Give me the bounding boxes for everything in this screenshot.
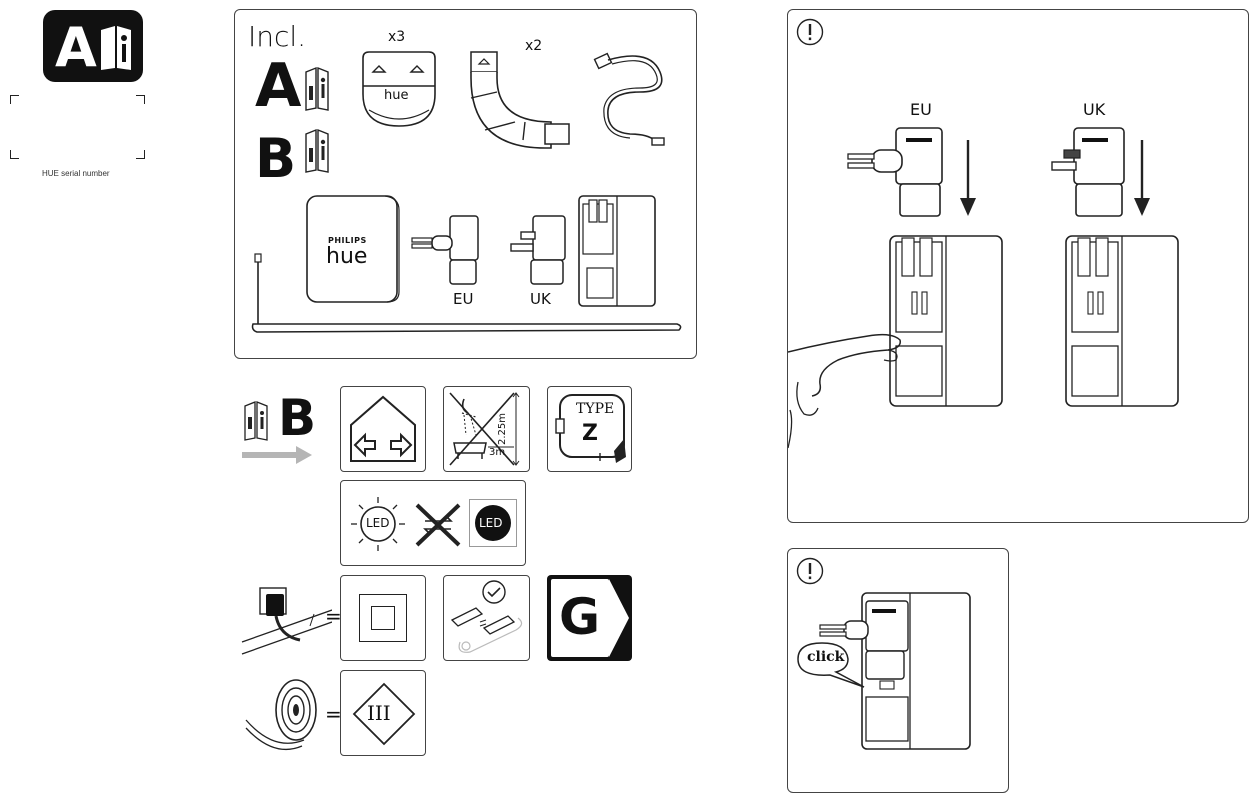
symbol-manual-letter-b: B <box>278 389 317 447</box>
double-square-inner <box>371 606 395 630</box>
equals-sign-1: = <box>325 604 342 628</box>
manual-info-icon <box>101 26 131 70</box>
class-ii-symbol <box>340 575 426 661</box>
horizontal-distance-label: 3m <box>489 447 506 458</box>
insert-arrow-eu <box>960 140 976 216</box>
manual-book-a-icon <box>305 66 329 111</box>
class-iii-symbol: III <box>340 670 426 756</box>
bridge-brand: PHILIPS <box>328 236 367 245</box>
vertical-distance-label: 2.25m <box>497 412 508 445</box>
led-label-light: LED <box>366 516 390 530</box>
connector-check-symbol <box>443 575 530 661</box>
clip-brand-text: hue <box>384 88 409 103</box>
indoor-use-symbol <box>340 386 426 472</box>
power-adapter-device <box>578 195 656 307</box>
manual-book-b-icon <box>305 128 329 173</box>
type-z-cable-symbol: TYPE Z <box>547 386 632 472</box>
class-iii-label: III <box>367 701 391 725</box>
serial-number-label: HUE serial number <box>42 169 110 178</box>
serial-corner-tl <box>10 95 19 104</box>
see-manual-arrow <box>242 446 312 464</box>
equals-sign-2: = <box>325 702 342 726</box>
step-uk-label: UK <box>1083 100 1106 119</box>
click-label: click <box>807 649 845 665</box>
qty-connectors: x2 <box>525 38 543 54</box>
adapter-body-uk <box>1065 235 1179 407</box>
wall-adapter-illustration <box>241 587 332 655</box>
cable-frame-icon <box>555 394 626 463</box>
uk-plug-label: UK <box>530 290 551 308</box>
shower-no-install-icon <box>449 392 520 466</box>
energy-class-letter: G <box>559 588 601 646</box>
hue-bridge-device <box>306 195 400 303</box>
serial-corner-bl <box>10 150 19 159</box>
package-contents-panel: Incl. A B x3 hue x2 PHIL <box>234 9 697 359</box>
eu-plug-adapter <box>411 215 479 285</box>
led-sun-icon <box>351 497 405 551</box>
adapter-body-eu <box>889 235 1003 407</box>
hand-pressing-illustration <box>788 333 901 449</box>
led-label-dark: LED <box>479 516 503 530</box>
adapter-click-panel: click <box>787 548 1009 793</box>
energy-arrow-tip <box>609 579 629 657</box>
power-cable-icon <box>593 52 665 146</box>
led-dark-circle <box>475 505 511 541</box>
uk-plug-adapter <box>510 215 566 285</box>
energy-class-inner <box>551 579 609 657</box>
warning-icon-2 <box>796 557 824 585</box>
corner-connector-icon <box>470 51 570 149</box>
energy-class-label: G <box>547 575 632 661</box>
serial-corner-br <box>136 150 145 159</box>
warning-icon <box>796 18 824 46</box>
eu-plug-label: EU <box>453 290 474 308</box>
serial-corner-tr <box>136 95 145 104</box>
house-icon <box>350 395 416 462</box>
light-strip <box>251 253 682 333</box>
type-label: TYPE <box>576 401 615 417</box>
assembled-adapter <box>819 592 971 750</box>
manual-book-b-small-icon <box>244 401 268 441</box>
qty-bridges: x3 <box>388 29 406 45</box>
no-replace-cross-icon <box>415 503 461 547</box>
eu-plug-insert <box>847 127 943 217</box>
double-square-outer <box>359 594 407 642</box>
bridge-product: hue <box>326 244 368 269</box>
manual-letter-a: A <box>255 51 302 121</box>
insert-arrow-uk <box>1134 140 1150 216</box>
bathroom-distance-symbol: 2.25m 3m <box>443 386 530 472</box>
contents-title: Incl. <box>248 20 307 53</box>
manual-badge: A <box>43 10 143 82</box>
connector-check-icon <box>450 580 523 653</box>
badge-letter: A <box>55 16 97 79</box>
manual-letter-b: B <box>255 127 297 190</box>
uk-plug-insert <box>1051 127 1125 217</box>
adapter-install-panel: EU UK <box>787 9 1249 523</box>
mounting-clip-icon <box>362 51 436 127</box>
led-replacement-square <box>469 499 517 547</box>
click-speech-bubble <box>797 642 865 688</box>
type-letter: Z <box>582 421 598 446</box>
step-eu-label: EU <box>910 100 932 119</box>
strip-roll-illustration <box>245 679 317 750</box>
diamond-icon <box>352 682 416 746</box>
led-not-replaceable-symbol: LED LED <box>340 480 526 566</box>
